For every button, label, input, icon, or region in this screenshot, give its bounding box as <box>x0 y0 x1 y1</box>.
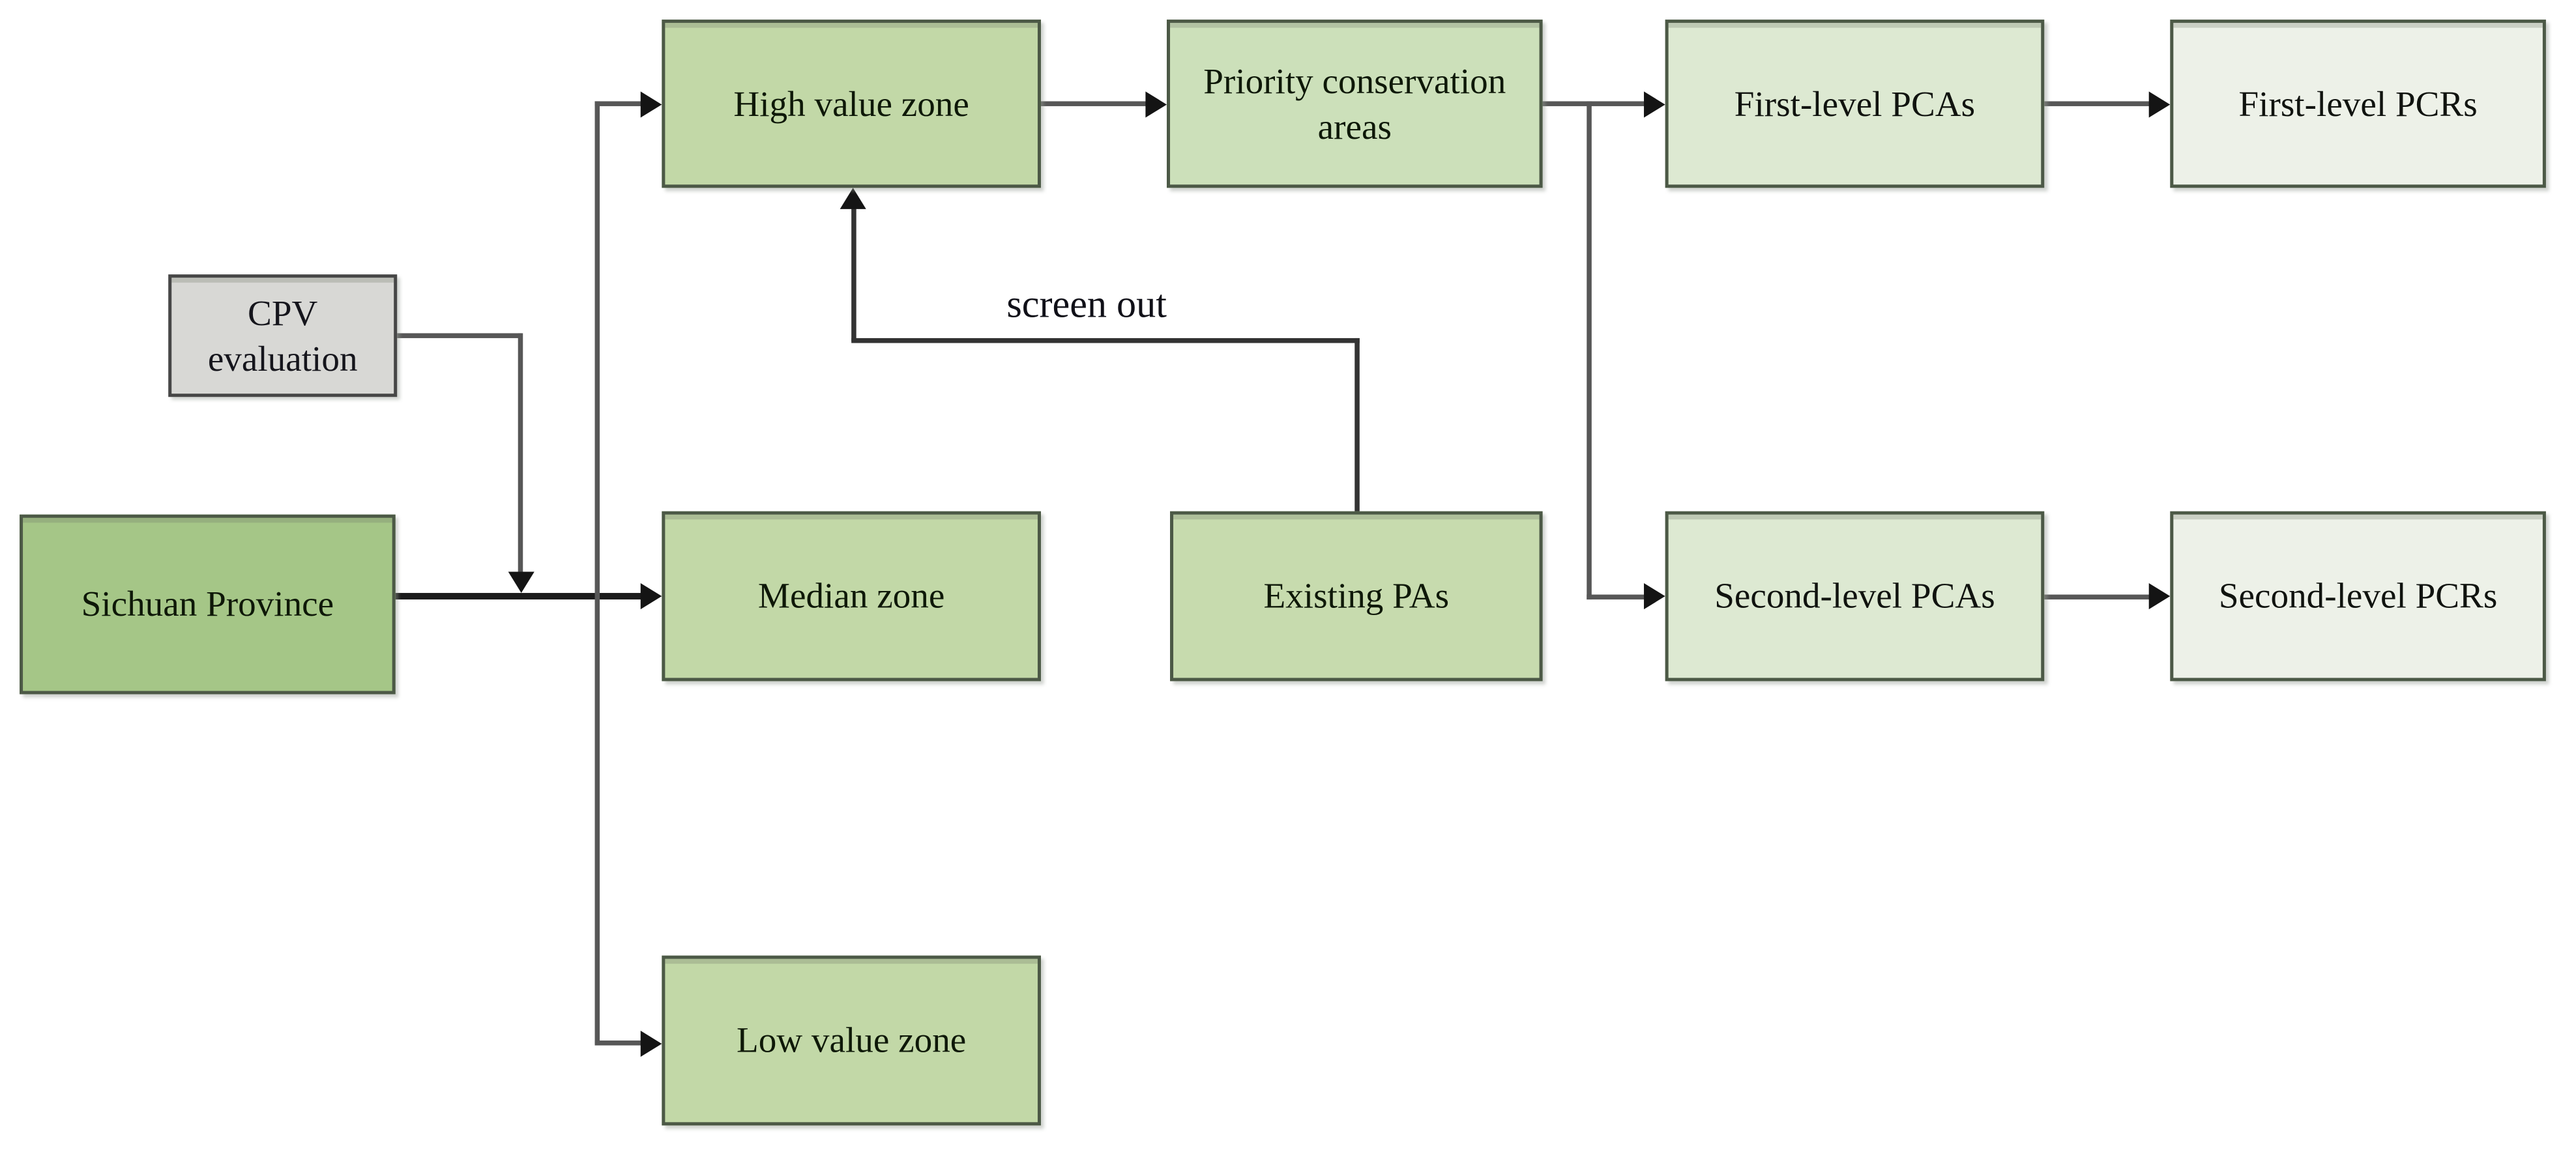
node-sichuan-province: Sichuan Province <box>20 514 396 695</box>
connector-cpv-horizontal <box>397 332 521 338</box>
node-label: First-level PCRs <box>2238 83 2478 124</box>
arrow-right-icon <box>2148 582 2171 610</box>
node-label: CPV evaluation <box>207 292 358 379</box>
connector-branch-to-high <box>594 101 643 106</box>
connector-priority-drop <box>1586 101 1591 600</box>
node-median-zone: Median zone <box>662 511 1041 682</box>
node-label: Sichuan Province <box>81 583 334 625</box>
node-existing-pas: Existing PAs <box>1170 511 1543 682</box>
connector-priority-to-first-pcas <box>1542 101 1646 106</box>
edge-label-screen-out: screen out <box>1006 284 1167 327</box>
node-label: Second-level PCAs <box>1714 575 1995 616</box>
connector-screen-out-horizontal <box>850 337 1359 343</box>
arrow-right-icon <box>1644 91 1665 117</box>
node-second-level-pcrs: Second-level PCRs <box>2170 511 2546 682</box>
node-label: High value zone <box>733 83 969 124</box>
connector-screen-out-vertical <box>850 205 856 341</box>
node-high-value-zone: High value zone <box>662 20 1041 188</box>
node-label: Median zone <box>757 575 945 616</box>
connector-branch-trunk <box>594 100 599 1043</box>
connector-branch-to-low <box>594 1040 643 1046</box>
connector-sichuan-to-median <box>395 593 643 600</box>
connector-high-to-priority <box>1040 101 1147 106</box>
arrow-right-icon <box>640 1029 662 1056</box>
connector-drop-to-second-pcas <box>1586 594 1645 599</box>
connector-screen-out-from-existing <box>1354 337 1360 512</box>
arrow-right-icon <box>1644 582 1665 610</box>
node-second-level-pcas: Second-level PCAs <box>1665 511 2045 682</box>
node-label: Low value zone <box>737 1019 967 1061</box>
node-first-level-pcrs: First-level PCRs <box>2170 20 2546 188</box>
connector-first-pcas-to-pcrs <box>2044 101 2151 106</box>
arrow-right-icon <box>2148 91 2171 117</box>
node-label: Priority conservation areas <box>1203 60 1506 147</box>
node-label: First-level PCAs <box>1734 83 1976 124</box>
node-label: Existing PAs <box>1263 575 1450 616</box>
arrow-right-icon <box>640 582 662 610</box>
arrow-right-icon <box>640 91 662 117</box>
arrow-up-icon <box>840 188 866 209</box>
node-label: Second-level PCRs <box>2218 575 2498 616</box>
arrow-right-icon <box>1145 91 1167 117</box>
connector-cpv-vertical <box>517 332 522 573</box>
node-priority-conservation-areas: Priority conservation areas <box>1166 20 1543 188</box>
node-low-value-zone: Low value zone <box>662 955 1041 1126</box>
connector-second-pcas-to-pcrs <box>2044 594 2151 599</box>
arrow-down-icon <box>507 571 534 594</box>
node-first-level-pcas: First-level PCAs <box>1665 20 2045 188</box>
node-cpv-evaluation: CPV evaluation <box>168 274 398 397</box>
